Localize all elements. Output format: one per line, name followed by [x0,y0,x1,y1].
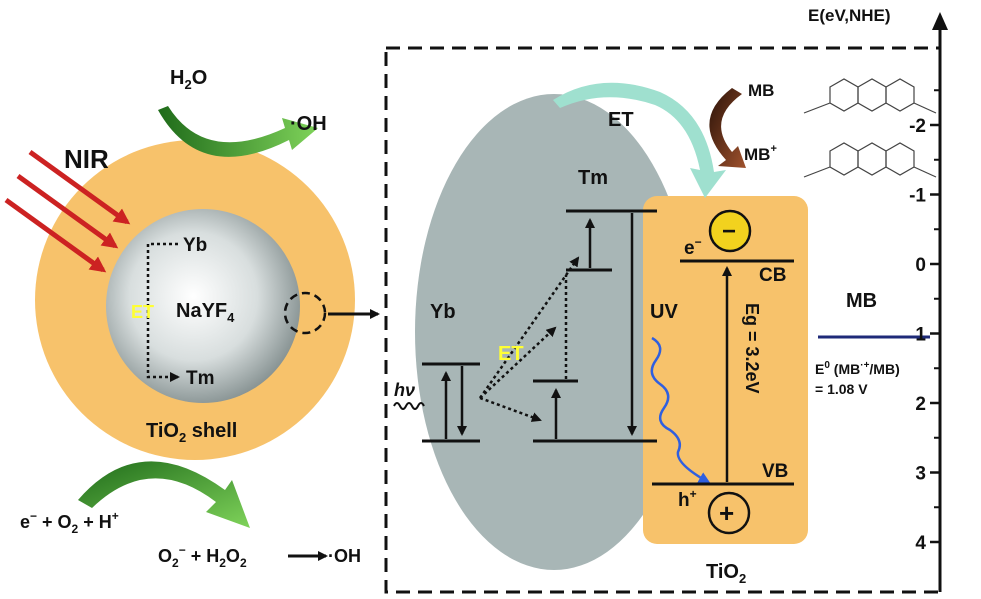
axis-tick-label: 4 [915,533,926,554]
energy-diagram: ET Tm Yb hν ET [393,82,808,586]
core-nayf4-label: NaYF4 [176,300,235,325]
et-dotted-arrows [478,256,580,422]
mb-top-label: MB [748,81,774,100]
nir-laser-arrows [4,149,131,273]
energy-axis: E(eV,NHE) -2 -1 0 1 2 3 4 [808,6,948,592]
mb-structure-bottom [803,142,937,178]
e0-line2: = 1.08 V [815,381,868,397]
core-tm-label: Tm [186,368,215,389]
oh-bottom-label: ·OH [328,546,361,566]
axis-tick-label: -1 [909,186,926,207]
cb-label: CB [759,265,786,286]
vb-label: VB [762,461,788,482]
tio2-box [643,196,808,544]
tm-levels [533,209,657,443]
axis-tick-label: 3 [915,464,926,485]
nayf4-core [106,209,300,403]
uv-label: UV [650,301,678,323]
hv-wave [393,402,425,410]
bandgap-label: Eg = 3.2eV [742,303,762,394]
tm-label: Tm [578,167,608,189]
green-arrow-top [158,106,318,157]
reaction-left: e− + O2 + H+ [20,509,119,536]
mb-oxidation-arrow [709,88,746,168]
electron-minus-symbol: − [722,218,736,245]
axis-tick-label: 1 [915,325,926,346]
zoom-dashed-circle [283,291,327,335]
mb-plus-label: MB+ [744,143,777,164]
axis-title: E(eV,NHE) [808,6,891,25]
hole-label: h+ [678,487,697,511]
yb-tm-dotted-path [146,242,180,382]
et-top-label: ET [608,109,634,131]
axis-tick-label: -2 [909,116,926,137]
mb-level-label: MB [846,290,877,312]
et-label: ET [498,343,524,365]
mb-molecules: MB MB+ MB E0 (MB·+/MB) = 1.08 V [709,78,937,397]
axis-tick-label: 0 [915,255,926,276]
axis-ticks: -2 -1 0 1 2 3 4 [909,89,940,554]
tio2-label: TiO2 [706,561,746,586]
hv-label: hν [394,380,415,400]
et-arrow-top [553,82,726,198]
core-yb-label: Yb [183,235,207,256]
uv-wavy-arrow [650,336,711,484]
left-particle-panel: NIR H2O ·OH Yb ET NaYF4 Tm TiO2 shell e−… [4,67,380,570]
yb-levels [422,362,480,443]
electron-label: e− [684,235,702,259]
h2o-label: H2O [170,67,207,92]
hole-plus-symbol: + [719,498,734,528]
reaction-right: O2− + H2O2 [158,543,247,570]
oh-top-label: ·OH [290,113,327,135]
axis-tick-label: 2 [915,394,926,415]
green-arrow-bottom [78,461,250,528]
e0-line1: E0 (MB·+/MB) [815,360,900,377]
electron-circle [708,209,752,253]
yb-label: Yb [430,301,456,323]
core-et-label: ET [131,302,154,322]
nir-label: NIR [64,144,109,174]
shell-label: TiO2 shell [146,420,237,445]
mb-structure-top [803,78,937,114]
axis-arrowhead [932,12,948,30]
hole-circle [707,491,751,535]
